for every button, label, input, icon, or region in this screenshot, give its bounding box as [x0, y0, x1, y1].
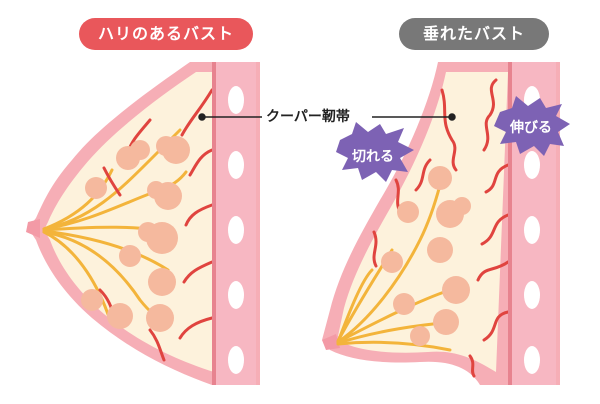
- cooper-ligament-label: クーパー靭帯: [262, 106, 354, 126]
- torn-label: 切れる: [352, 149, 394, 165]
- ligament-leader-lines: [198, 113, 456, 121]
- sagging-cooper-ligaments: [372, 78, 510, 378]
- stretched-label: 伸びる: [510, 120, 552, 136]
- sagging-glands: [381, 166, 471, 346]
- sagging-breast-title: 垂れたバスト: [399, 18, 549, 50]
- firm-chest-wall-edge: [212, 62, 216, 385]
- firm-breast-illustration: [26, 62, 260, 385]
- stretch-burst-badge: [494, 96, 570, 156]
- sagging-chest-wall-edge: [508, 62, 512, 385]
- firm-breast-title: ハリのあるバスト: [79, 18, 253, 50]
- firm-cooper-ligaments: [98, 88, 214, 362]
- sagging-nipple: [322, 334, 340, 350]
- torn-burst-badge: [336, 122, 414, 182]
- firm-nipple: [26, 219, 40, 238]
- firm-ribs: [228, 86, 244, 374]
- firm-glands: [81, 136, 190, 332]
